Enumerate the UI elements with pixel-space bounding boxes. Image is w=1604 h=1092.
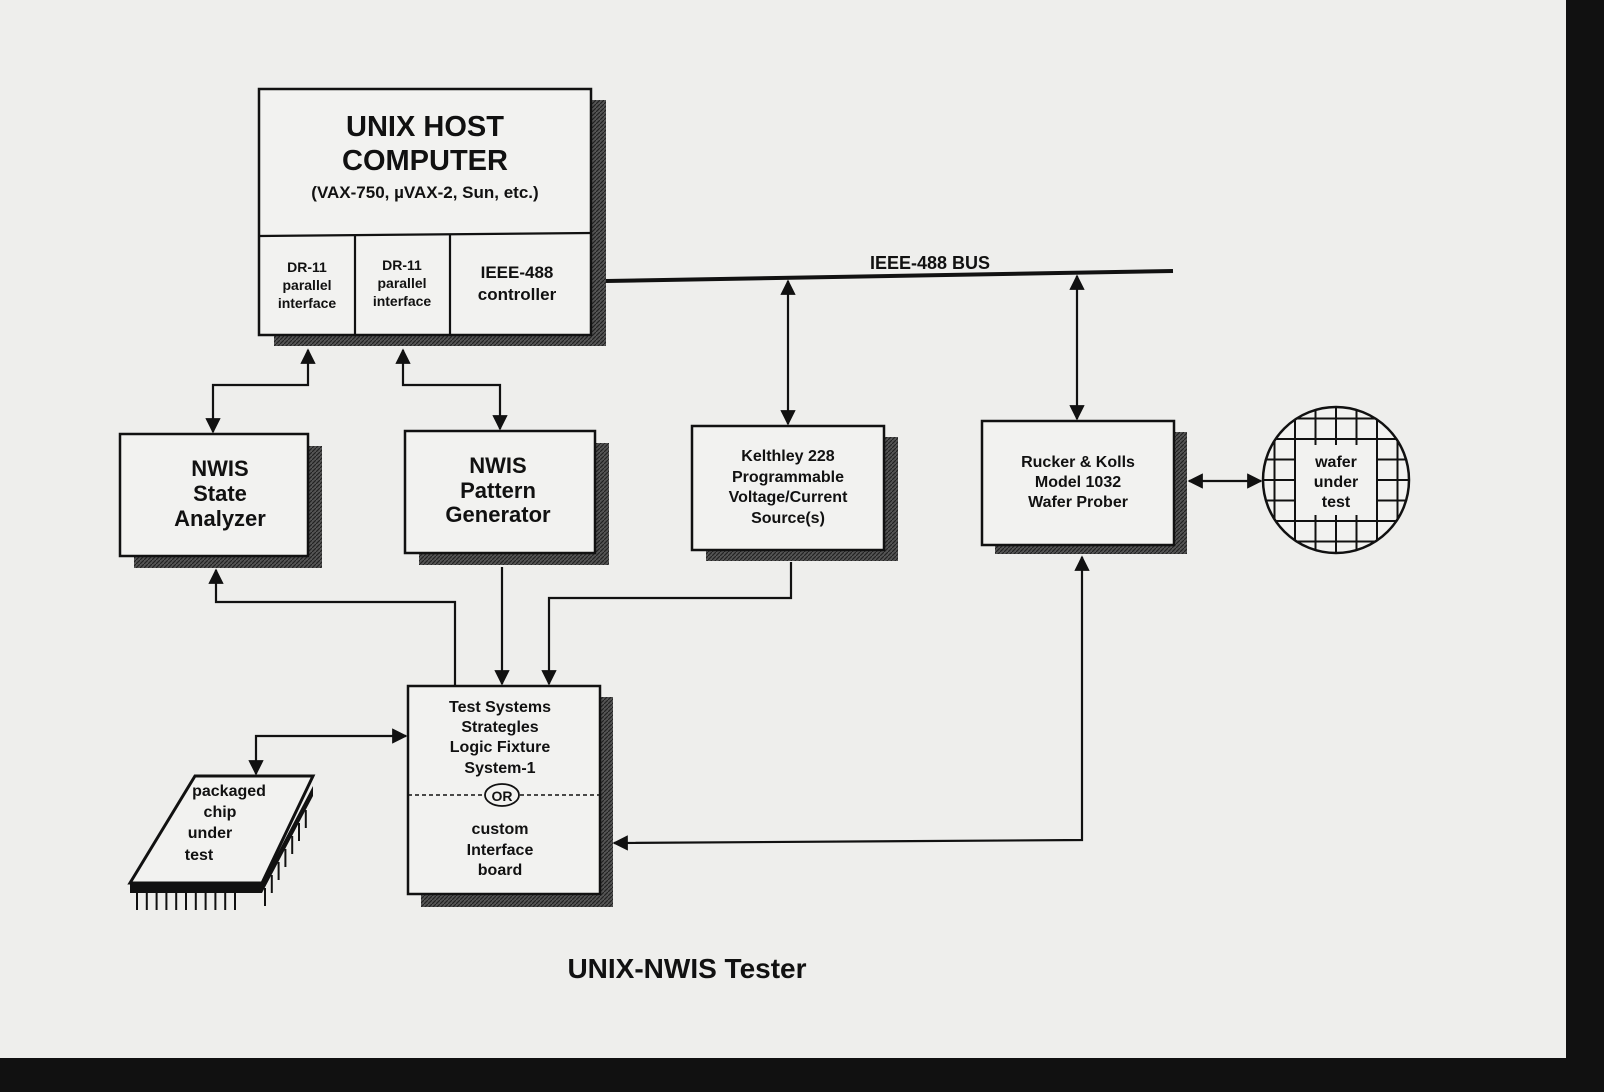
wafer-outline [1261, 405, 1411, 555]
fixture-top-line-2: Strategles [461, 719, 538, 736]
state-analyzer-line-1: NWIS [191, 456, 248, 481]
fixture-top-line-3: Logic Fixture [450, 739, 551, 756]
fixture-bottom-line-3: board [478, 862, 522, 879]
fixture-top-line-1: Test Systems [449, 699, 551, 716]
pattern-generator-line-1: NWIS [469, 453, 526, 478]
wafer-prober-line-3: Wafer Prober [1028, 494, 1128, 511]
keithley-line-2: Programmable [732, 469, 844, 486]
logic-fixture-block: OR Test Systems Strategles Logic Fixture… [406, 684, 613, 907]
keithley-box [690, 424, 886, 552]
port-1-line-2: parallel [282, 277, 331, 293]
wafer-line-2: under [1314, 474, 1358, 491]
chip-pins [136, 810, 307, 910]
state-analyzer-line-3: Analyzer [174, 506, 266, 531]
keithley-source-block: Kelthley 228 Programmable Voltage/Curren… [690, 424, 898, 561]
or-label: OR [492, 788, 513, 804]
port-3-line-1: IEEE-488 [481, 263, 554, 282]
bus-label: IEEE-488 BUS [870, 253, 990, 273]
fixture-top-line-4: System-1 [464, 760, 535, 777]
port-1-line-1: DR-11 [287, 259, 327, 275]
chip-line-4: test [185, 847, 214, 864]
wafer-prober-block: Rucker & Kolls Model 1032 Wafer Prober [980, 419, 1187, 554]
pattern-generator-line-2: Pattern [460, 478, 536, 503]
state-analyzer-block: NWIS State Analyzer [118, 432, 322, 568]
chip-line-2: chip [204, 804, 237, 821]
or-badge [484, 783, 520, 807]
port-1-line-3: interface [278, 295, 337, 311]
host-divider [258, 231, 592, 238]
link-host-state-analyzer [205, 348, 316, 434]
keithley-line-3: Voltage/Current [729, 489, 849, 506]
port-2-line-3: interface [373, 293, 432, 309]
diagram-title: UNIX-NWIS Tester [567, 953, 806, 984]
link-chip-fixture [248, 728, 408, 776]
chip-body [127, 774, 316, 885]
host-subtitle: (VAX-750, µVAX-2, Sun, etc.) [311, 183, 538, 202]
wafer-line-3: test [1322, 494, 1351, 511]
wafer-line-1: wafer [1314, 454, 1357, 471]
pattern-generator-block: NWIS Pattern Generator [403, 429, 609, 565]
link-prober-fixture [612, 555, 1090, 851]
port-3-line-2: controller [478, 285, 557, 304]
host-box [257, 87, 593, 337]
wafer-prober-box [980, 419, 1176, 547]
connectors [205, 274, 1263, 851]
host-title-line-2: COMPUTER [342, 145, 508, 177]
wafer-under-test: wafer under test [1261, 405, 1411, 555]
keithley-line-4: Source(s) [751, 510, 825, 527]
chip-line-3: under [188, 825, 232, 842]
link-fixture-state-analyzer [208, 568, 457, 686]
link-keithley-fixture [541, 562, 793, 686]
fixture-bottom-line-1: custom [472, 821, 529, 838]
pattern-generator-line-3: Generator [445, 502, 551, 527]
pattern-generator-box [403, 429, 597, 555]
chip-line-1: packaged [192, 783, 266, 800]
keithley-line-1: Kelthley 228 [741, 448, 834, 465]
wafer-prober-line-2: Model 1032 [1035, 474, 1121, 491]
wafer-label-backdrop [1296, 445, 1376, 515]
ieee-488-bus-line [605, 269, 1174, 283]
state-analyzer-line-2: State [193, 481, 247, 506]
port-2-line-1: DR-11 [382, 257, 422, 273]
packaged-chip: packaged chip under test [127, 774, 316, 910]
port-2-line-2: parallel [377, 275, 426, 291]
host-title-line-1: UNIX HOST [346, 111, 504, 143]
fixture-bottom-line-2: Interface [467, 842, 534, 859]
host-computer-block: UNIX HOST COMPUTER (VAX-750, µVAX-2, Sun… [257, 87, 606, 346]
link-host-pattern-generator [395, 348, 508, 431]
wafer-prober-line-1: Rucker & Kolls [1021, 454, 1135, 471]
state-analyzer-box [118, 432, 310, 558]
